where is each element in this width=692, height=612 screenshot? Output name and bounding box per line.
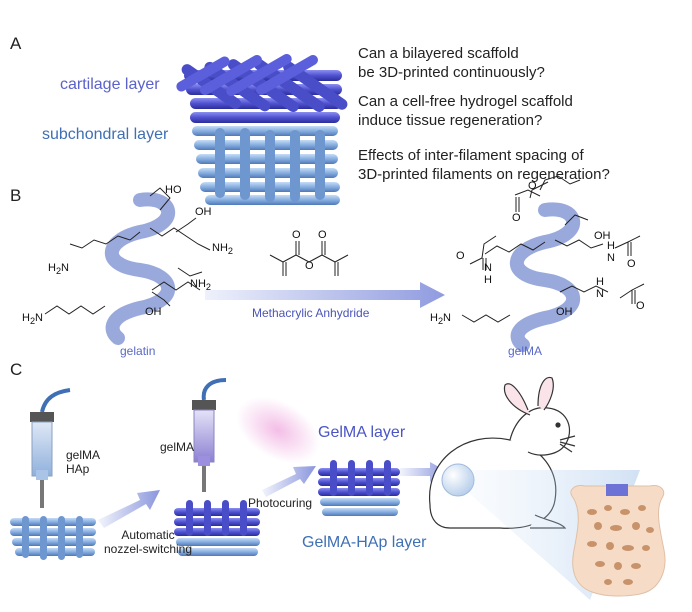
gelatin-nh2-top: NH2 xyxy=(212,242,233,257)
question-1-line-1: Can a bilayered scaffold xyxy=(358,45,519,62)
gelma-side-chains xyxy=(461,175,645,323)
question-1: Can a bilayered scaffold be 3D-printed c… xyxy=(358,44,545,82)
gelatin-oh-group-bottom: OH xyxy=(145,306,162,318)
scaffold-bottom-layer xyxy=(10,516,96,560)
question-3-line-1: Effects of inter-filament spacing of xyxy=(358,147,584,164)
gelma-o-carbonyl: O xyxy=(512,212,521,224)
gelatin-h2n-bottom: H2N xyxy=(22,312,43,327)
syringe1-label-line2: HAp xyxy=(66,462,90,476)
gelma-hap-layer-label: GelMA-HAp layer xyxy=(302,534,427,551)
question-1-line-2: be 3D-printed continuously? xyxy=(358,64,545,81)
question-2: Can a cell-free hydrogel scaffold induce… xyxy=(358,92,573,130)
gelma-helix xyxy=(509,202,581,352)
gelma-oh-bottom: OH xyxy=(556,306,573,318)
subchondral-filaments xyxy=(192,126,340,205)
gelma-o-left: O xyxy=(456,250,465,262)
syringe-gelma xyxy=(192,378,227,492)
gelma-layer-label: GelMA layer xyxy=(318,424,406,441)
gelma-o-mid-right: O xyxy=(636,300,645,312)
panel-a-letter: A xyxy=(10,34,22,53)
methacrylic-anhydride-structure xyxy=(269,241,349,276)
gelma-o-top: O xyxy=(528,180,537,192)
nozzle-switching-label: Automatic nozzel-switching xyxy=(103,528,193,556)
anhydride-o-right: O xyxy=(318,229,327,241)
nozzle-switching-line2: nozzel-switching xyxy=(103,542,193,556)
question-3-line-2: 3D-printed filaments on regeneration? xyxy=(358,166,610,183)
question-2-line-2: induce tissue regeneration? xyxy=(358,112,543,129)
panel-b-letter: B xyxy=(10,186,22,205)
question-2-line-1: Can a cell-free hydrogel scaffold xyxy=(358,93,573,110)
photocuring-arrow xyxy=(262,466,316,497)
uv-light-glow xyxy=(236,396,320,464)
switch-arrow xyxy=(98,490,160,528)
gelatin-ho-group: HO xyxy=(165,184,182,196)
nozzle-switching-line1: Automatic xyxy=(121,528,175,542)
gelma-label: gelMA xyxy=(508,344,543,358)
gelatin-nh2-mid: NH2 xyxy=(190,278,211,293)
gelatin-h2n-left: H2N xyxy=(48,262,69,277)
knee-joint-highlight xyxy=(441,463,475,497)
gelma-o-top-right: O xyxy=(627,258,636,270)
scaffold-final xyxy=(318,460,400,516)
gelma-h2n-bottom: H2N xyxy=(430,312,451,327)
anhydride-o-center: O xyxy=(305,260,314,272)
gelma-oh-top: OH xyxy=(594,230,611,242)
question-3: Effects of inter-filament spacing of 3D-… xyxy=(358,146,610,184)
subchondral-layer-label: subchondral layer xyxy=(42,126,169,143)
syringe1-label: gelMA HAp xyxy=(66,448,100,476)
gelatin-helix xyxy=(104,192,176,345)
syringe1-label-line1: gelMA xyxy=(66,448,101,462)
anhydride-o-left: O xyxy=(292,229,301,241)
cartilage-layer-label: cartilage layer xyxy=(60,76,160,93)
photocuring-label: Photocuring xyxy=(248,496,313,510)
syringe2-label: gelMA xyxy=(160,440,195,454)
gelatin-side-chains xyxy=(44,187,211,315)
cartilage-filaments xyxy=(176,54,348,123)
gelatin-label: gelatin xyxy=(120,344,156,358)
scaffold-bilayer-printing xyxy=(174,500,260,556)
scaffold-large xyxy=(176,54,348,205)
bone-cross-section xyxy=(570,484,666,597)
syringe-gelma-hap xyxy=(30,388,71,508)
panel-c-letter: C xyxy=(10,360,23,379)
reaction-arrow xyxy=(205,282,445,308)
reaction-label: Methacrylic Anhydride xyxy=(252,306,370,320)
gelatin-oh-group-top: OH xyxy=(195,206,212,218)
